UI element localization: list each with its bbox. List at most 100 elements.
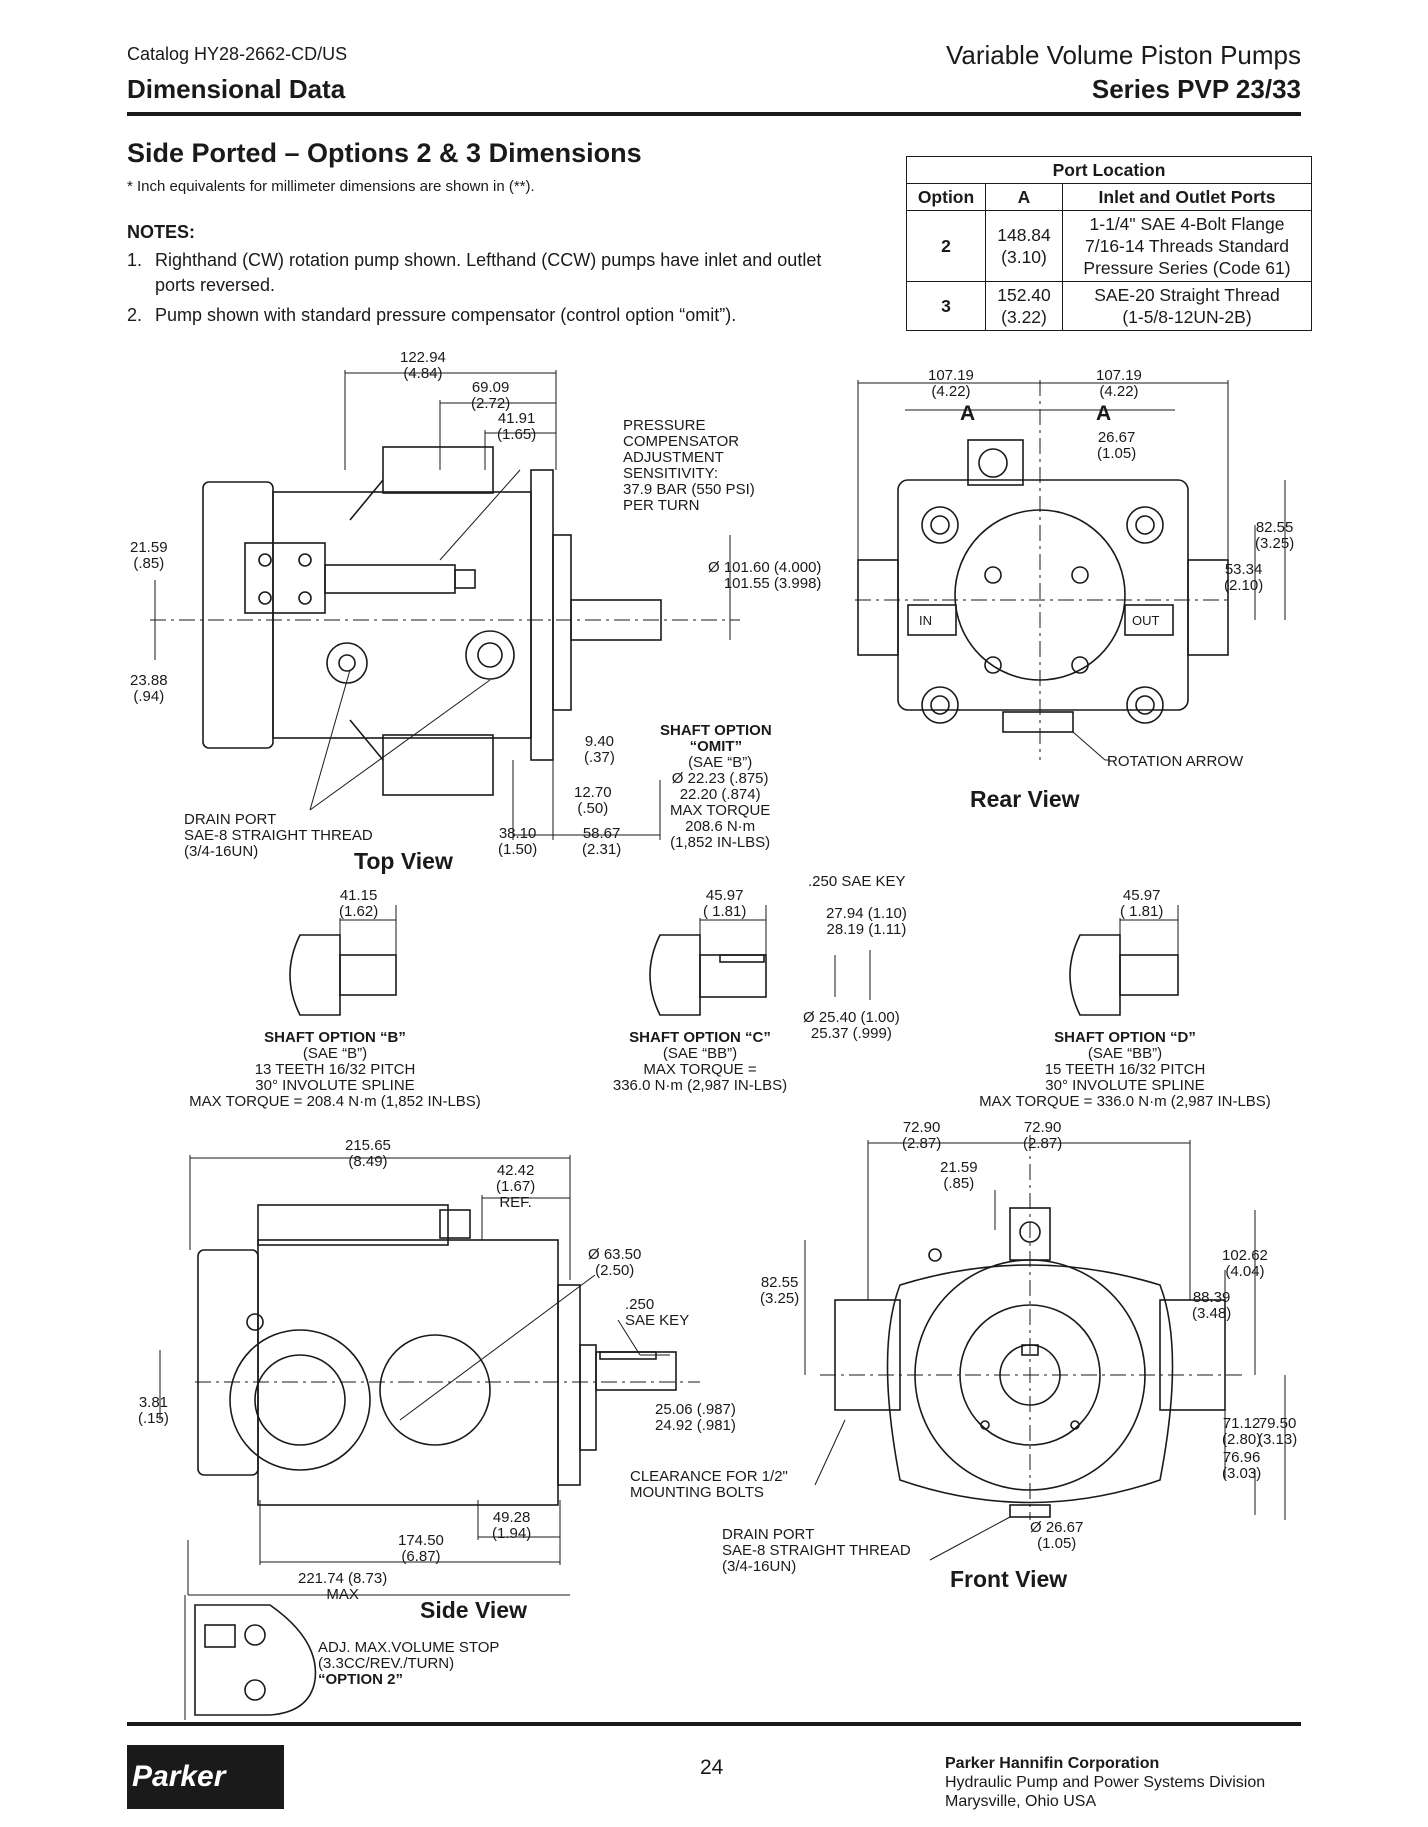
shaft-omit-title: SHAFT OPTION “OMIT” — [660, 722, 772, 755]
front-dim: 82.55 (3.25) — [760, 1274, 800, 1307]
shaft-c-diameter: Ø 25.40 (1.00) 25.37 (.999) — [803, 1009, 900, 1042]
ports-cell: SAE-20 Straight Thread (1-5/8-12UN-2B) — [1062, 281, 1312, 331]
shaft-b-title-text: SHAFT OPTION “B” — [264, 1029, 406, 1046]
city-name: Marysville, Ohio USA — [945, 1793, 1097, 1810]
top-dim: 58.67 (2.31) — [582, 825, 622, 858]
top-view-drawing — [150, 370, 740, 840]
shaft-c-body: (SAE “BB”) MAX TORQUE = 336.0 N·m (2,987… — [612, 1045, 788, 1094]
footer-rule — [127, 1722, 1301, 1726]
note-item: 1. Righthand (CW) rotation pump shown. Le… — [127, 248, 857, 298]
note-item: 2. Pump shown with standard pressure comp… — [127, 303, 857, 328]
note-number: 2. — [127, 305, 143, 325]
front-view-title: Front View — [950, 1566, 1068, 1592]
table-row: 3 152.40(3.22) SAE-20 Straight Thread (1… — [906, 281, 1312, 331]
volume-stop-option: “OPTION 2” — [318, 1671, 404, 1688]
front-view-drawing — [804, 1135, 1286, 1561]
port-line: 1-1/4" SAE 4-Bolt Flange — [1089, 214, 1285, 234]
top-dim: 69.09 (2.72) — [471, 379, 511, 412]
corp-name: Parker Hannifin Corporation — [945, 1755, 1160, 1772]
front-dim: 71.12 (2.80) — [1222, 1415, 1262, 1448]
front-dim: 76.96 (3.03) — [1222, 1449, 1262, 1482]
top-view-title: Top View — [354, 848, 453, 874]
clearance-note: CLEARANCE FOR 1/2" MOUNTING BOLTS — [630, 1468, 788, 1501]
division-name: Hydraulic Pump and Power Systems Divisio… — [945, 1774, 1266, 1791]
front-dim: Ø 26.67 (1.05) — [1030, 1519, 1084, 1552]
rear-dim: 82.55 (3.25) — [1255, 519, 1295, 552]
a-mm: 152.40 — [997, 285, 1051, 305]
side-dim: 3.81 (.15) — [138, 1394, 169, 1427]
rear-dim: 53.34 (2.10) — [1224, 561, 1264, 594]
volume-stop-note: ADJ. MAX.VOLUME STOP (3.3CC/REV./TURN) — [318, 1639, 500, 1672]
drain-port-note: DRAIN PORT SAE-8 STRAIGHT THREAD (3/4-16… — [184, 811, 373, 860]
front-dim: 72.90 (2.87) — [902, 1119, 942, 1152]
top-dim: 12.70 (.50) — [574, 784, 612, 817]
option-cell: 3 — [906, 281, 986, 331]
front-dim: 102.62 (4.04) — [1222, 1247, 1268, 1280]
side-dim: 42.42 (1.67) REF. — [496, 1162, 536, 1211]
side-dim: .250 SAE KEY — [625, 1296, 690, 1329]
note-text: Righthand (CW) rotation pump shown. Left… — [155, 250, 822, 295]
shaft-b-dim: 41.15 (1.62) — [339, 887, 379, 920]
top-dim: 122.94 (4.84) — [400, 349, 446, 382]
a-cell: 148.84(3.10) — [985, 210, 1063, 282]
inch-note: * Inch equivalents for millimeter dimens… — [127, 178, 535, 195]
side-dim: Ø 63.50 (2.50) — [588, 1246, 642, 1279]
side-dim: 49.28 (1.94) — [492, 1509, 532, 1542]
shaft-b-drawing — [289, 905, 397, 1016]
top-dim: 23.88 (.94) — [130, 672, 168, 705]
series-title: Series PVP 23/33 — [1091, 74, 1301, 104]
rear-dim: 26.67 (1.05) — [1097, 429, 1137, 462]
rear-dim: 107.19 (4.22) — [1096, 367, 1142, 400]
shaft-c-title-text: SHAFT OPTION “C” — [629, 1029, 771, 1046]
side-view-drawing — [159, 1155, 700, 1720]
shaft-d-title-text: SHAFT OPTION “D” — [1054, 1029, 1196, 1046]
shaft-c-title: SHAFT OPTION “C” — [560, 1030, 840, 1046]
rear-dim: 107.19 (4.22) — [928, 367, 974, 400]
pilot-diameter: Ø 101.60 (4.000) 101.55 (3.998) — [708, 559, 822, 592]
note-text: Pump shown with standard pressure compen… — [155, 305, 737, 325]
shaft-omit-body: (SAE “B”) Ø 22.23 (.875) 22.20 (.874) MA… — [670, 754, 771, 851]
rotation-arrow-label: ROTATION ARROW — [1107, 753, 1244, 770]
rear-a-left: A — [960, 402, 976, 425]
port-line: Pressure Series (Code 61) — [1083, 258, 1291, 278]
catalog-number: Catalog HY28-2662-CD/US — [127, 44, 348, 64]
product-title: Variable Volume Piston Pumps — [945, 40, 1301, 70]
port-line: 7/16-14 Threads Standard — [1085, 236, 1289, 256]
shaft-d-title: SHAFT OPTION “D” — [960, 1030, 1290, 1046]
notes-heading: NOTES: — [127, 222, 196, 242]
side-dim: 174.50 (6.87) — [398, 1532, 444, 1565]
top-dim: 41.91 (1.65) — [497, 410, 537, 443]
ports-cell: 1-1/4" SAE 4-Bolt Flange 7/16-14 Threads… — [1062, 210, 1312, 282]
side-dim: 215.65 (8.49) — [345, 1137, 391, 1170]
top-dim: 9.40 (.37) — [584, 733, 615, 766]
top-dim: 38.10 (1.50) — [498, 825, 538, 858]
page-number: 24 — [700, 1756, 724, 1779]
rear-view-title: Rear View — [970, 786, 1080, 812]
front-dim: 21.59 (.85) — [940, 1159, 978, 1192]
rear-view-drawing — [855, 380, 1286, 761]
compensator-note: PRESSURE COMPENSATOR ADJUSTMENT SENSITIV… — [623, 417, 755, 514]
side-dim: 25.06 (.987) 24.92 (.981) — [655, 1401, 736, 1434]
rear-a-right: A — [1096, 402, 1112, 425]
port-line: (1-5/8-12UN-2B) — [1122, 307, 1252, 327]
top-dim: 21.59 (.85) — [130, 539, 168, 572]
shaft-c-length: 27.94 (1.10) 28.19 (1.11) — [826, 905, 907, 938]
shaft-c-drawing — [649, 905, 871, 1016]
shaft-c-key: .250 SAE KEY — [808, 873, 906, 890]
side-dim: 221.74 (8.73) MAX — [298, 1570, 388, 1603]
table-row: 2 148.84(3.10) 1-1/4" SAE 4-Bolt Flange … — [906, 210, 1312, 282]
shaft-c-dim: 45.97 ( 1.81) — [703, 887, 747, 920]
side-view-title: Side View — [420, 1597, 527, 1623]
front-dim: 88.39 (3.48) — [1192, 1289, 1232, 1322]
section-title: Dimensional Data — [127, 74, 346, 104]
table-header: Inlet and Outlet Ports — [1062, 183, 1312, 211]
a-in: (3.10) — [1001, 247, 1047, 267]
parker-logo: Parker — [132, 1760, 226, 1793]
table-header: A — [985, 183, 1063, 211]
a-mm: 148.84 — [997, 225, 1051, 245]
a-in: (3.22) — [1001, 307, 1047, 327]
port-in-label: IN — [919, 613, 932, 628]
note-number: 1. — [127, 250, 143, 270]
shaft-b-title: SHAFT OPTION “B” — [170, 1030, 500, 1046]
